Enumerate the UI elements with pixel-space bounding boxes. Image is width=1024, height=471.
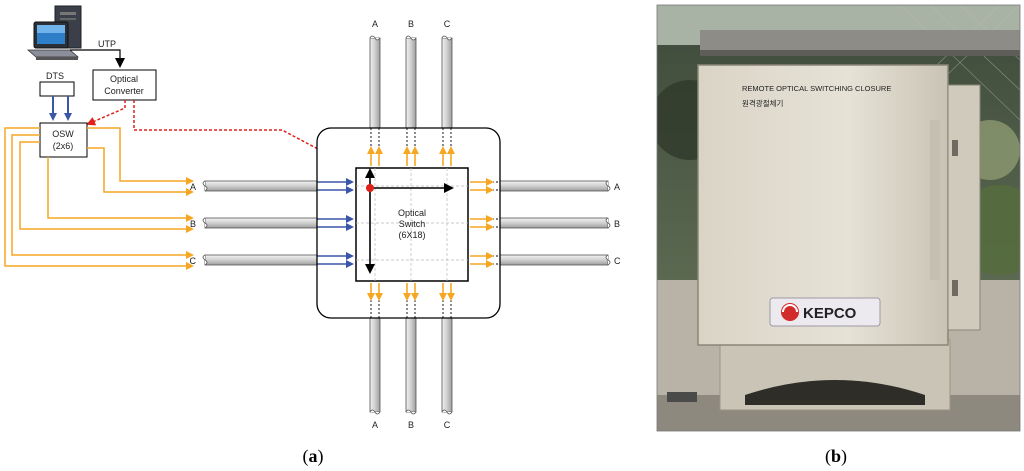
switch-node (366, 184, 374, 192)
osw-label-line1: OSW (52, 129, 74, 139)
osw-routes (4, 127, 194, 270)
kepco-logo: KEPCO (769, 297, 881, 327)
dts-label: DTS (46, 71, 64, 81)
optical-converter-label-line1: Optical (110, 74, 138, 84)
osw-box: OSW (2x6) (39, 122, 88, 158)
switch-grid (356, 168, 468, 281)
utp-label: UTP (98, 39, 116, 49)
cable-top-a-label: A (372, 19, 378, 29)
switch-output-arrows-bottom (367, 283, 455, 301)
utp-connection: UTP (70, 39, 125, 68)
caption-b: (b) (825, 446, 847, 467)
converter-osw-link (86, 100, 126, 126)
cable-right-c: C (499, 254, 621, 266)
diagram-a: UTP DTS Optical Converter OSW (2x6) (4, 5, 621, 430)
cable-right-c-label: C (614, 256, 621, 266)
converter-switch-link (133, 100, 356, 169)
cable-left-b-label: B (190, 219, 196, 229)
cable-top-c: C (441, 19, 453, 129)
cable-left-b: B (190, 217, 318, 229)
cable-bottom-c-label: C (444, 420, 451, 430)
bottom-cables: A B C (369, 317, 453, 430)
dts-box: DTS (39, 71, 75, 97)
cabinet-plate-title: REMOTE OPTICAL SWITCHING CLOSURE (742, 84, 891, 93)
osw-label-line2: (2x6) (53, 141, 74, 151)
cable-right-b: B (499, 217, 620, 229)
optical-converter-label-line2: Converter (104, 86, 144, 96)
cable-bottom-b-label: B (408, 420, 414, 430)
cable-bottom-a: A (369, 317, 381, 430)
computer-icon (26, 5, 82, 60)
cable-right-b-label: B (614, 219, 620, 229)
caption-a: (a) (303, 446, 324, 467)
cable-top-b-label: B (408, 19, 414, 29)
svg-text:KEPCO: KEPCO (803, 305, 857, 322)
switch-label-line3: (6X18) (398, 230, 425, 240)
cable-right-a-label: A (614, 182, 620, 192)
cable-left-c-label: C (190, 256, 197, 266)
cable-left-c: C (190, 254, 318, 266)
switch-label-line2: Switch (399, 219, 426, 229)
switch-output-arrows-top (367, 146, 455, 166)
cable-bottom-a-label: A (372, 420, 378, 430)
photo-b: REMOTE OPTICAL SWITCHING CLOSURE 원격광절체기 … (656, 4, 1021, 432)
switch-output-arrows-right (470, 178, 494, 268)
cable-top-a: A (369, 19, 381, 129)
cable-left-a-label: A (190, 182, 196, 192)
cable-right-a: A (499, 180, 620, 192)
cable-bottom-c: C (441, 317, 453, 430)
optical-switch-box: Optical Switch (6X18) (355, 167, 469, 282)
cabinet-plate-subtitle: 원격광절체기 (742, 98, 783, 108)
switch-input-arrows (318, 178, 354, 268)
left-cables: A B C (190, 180, 318, 266)
cable-bottom-b: B (405, 317, 417, 430)
cable-top-b: B (405, 19, 417, 129)
optical-converter-box: Optical Converter (92, 69, 157, 101)
cable-top-c-label: C (444, 19, 451, 29)
dts-osw-links (49, 96, 72, 121)
top-cables: A B C (369, 19, 453, 129)
switch-label-line1: Optical (398, 208, 426, 218)
cable-left-a: A (190, 180, 318, 192)
right-cables: A B C (499, 180, 621, 266)
